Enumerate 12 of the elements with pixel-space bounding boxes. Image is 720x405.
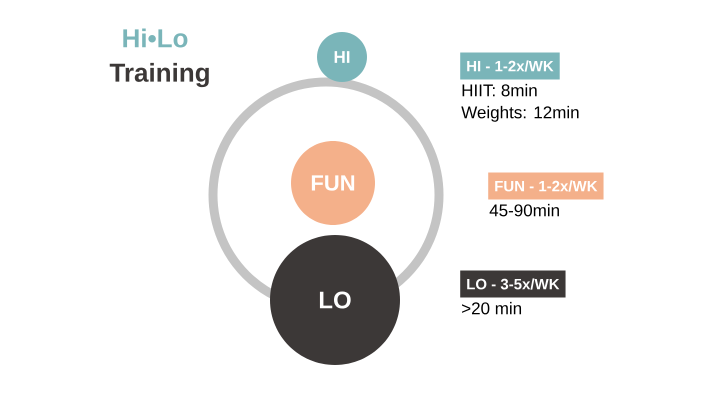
circle-node: HI — [317, 32, 367, 82]
tag-box: FUN - 1-2x/WK — [488, 172, 604, 200]
note: >20 min — [462, 302, 522, 314]
tag-box: HI - 1-2x/WK — [460, 52, 560, 80]
tag-box: LO - 3-5x/WK — [460, 270, 566, 298]
subtitle: Training — [110, 62, 209, 88]
note: HIIT: 8min — [462, 84, 537, 96]
note: 45-90min — [490, 204, 559, 216]
circle-node: LO — [270, 235, 400, 365]
circle-node: FUN — [291, 141, 375, 225]
title: Hi•Lo — [123, 28, 188, 48]
note: Weights: 12min — [461, 106, 578, 122]
